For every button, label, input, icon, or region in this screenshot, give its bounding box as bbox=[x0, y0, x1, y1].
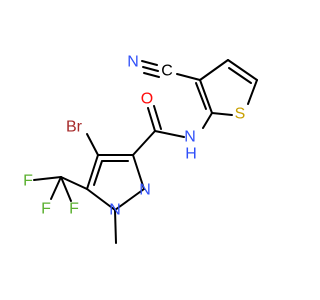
bond-tc-td bbox=[227, 59, 258, 81]
bond-c3-carbonyl bbox=[132, 130, 156, 156]
atom-sulfur: S bbox=[235, 106, 246, 123]
bond-cn-n-1 bbox=[141, 60, 158, 66]
bond-cf3-f1 bbox=[33, 176, 62, 181]
bond-carbonyl-n bbox=[154, 130, 185, 138]
bond-cn-n-2 bbox=[142, 66, 159, 72]
bond-n1-methyl bbox=[114, 209, 117, 244]
atom-nitrile-nitrogen: N bbox=[127, 54, 139, 71]
atom-pyrazole-n1: N bbox=[109, 202, 121, 219]
atom-fluorine-2: F bbox=[41, 201, 51, 218]
atom-fluorine-1: F bbox=[23, 173, 33, 190]
atom-labels: Br O N H N C S N N F F F bbox=[23, 54, 245, 219]
atom-bromine: Br bbox=[66, 119, 83, 136]
bond-s-ta bbox=[211, 112, 233, 116]
bond-c5-cf3 bbox=[60, 176, 88, 190]
bond-tb-tc bbox=[199, 59, 229, 81]
bond-c4-br bbox=[86, 133, 99, 156]
bond-carbonyl-o1 bbox=[147, 107, 156, 132]
bond-cf3-f3 bbox=[60, 176, 72, 202]
atom-fluorine-3: F bbox=[69, 201, 79, 218]
bond-n2-n1 bbox=[114, 188, 145, 211]
atom-nitrile-carbon: C bbox=[161, 63, 173, 80]
bond-tc-td-inner bbox=[228, 67, 252, 84]
bond-cf3-f2 bbox=[50, 176, 62, 200]
atom-amide-nitrogen: N bbox=[184, 129, 196, 146]
molecule-svg: Br O N H N C S N N F F F bbox=[23, 54, 258, 244]
atom-amide-hydrogen: H bbox=[185, 146, 197, 163]
bond-c3-n2 bbox=[132, 154, 145, 190]
molecule-structure-diagram: Br O N H N C S N N F F F bbox=[23, 54, 258, 244]
bond-n-thiophene bbox=[202, 112, 213, 129]
bond-c5-c4 bbox=[86, 154, 99, 190]
bond-ta-tb bbox=[199, 79, 213, 114]
bond-n1-c5 bbox=[86, 188, 116, 211]
atom-pyrazole-n2: N bbox=[139, 182, 151, 199]
bonds bbox=[33, 59, 258, 244]
bond-tb-cn bbox=[176, 73, 201, 81]
bond-td-s bbox=[247, 79, 258, 105]
bond-ta-tb-inner bbox=[195, 82, 207, 110]
atom-oxygen: O bbox=[141, 91, 153, 108]
bond-cn-n-3 bbox=[143, 72, 160, 78]
bond-c5-c4-inner bbox=[93, 160, 103, 186]
bond-carbonyl-o2 bbox=[153, 105, 162, 130]
